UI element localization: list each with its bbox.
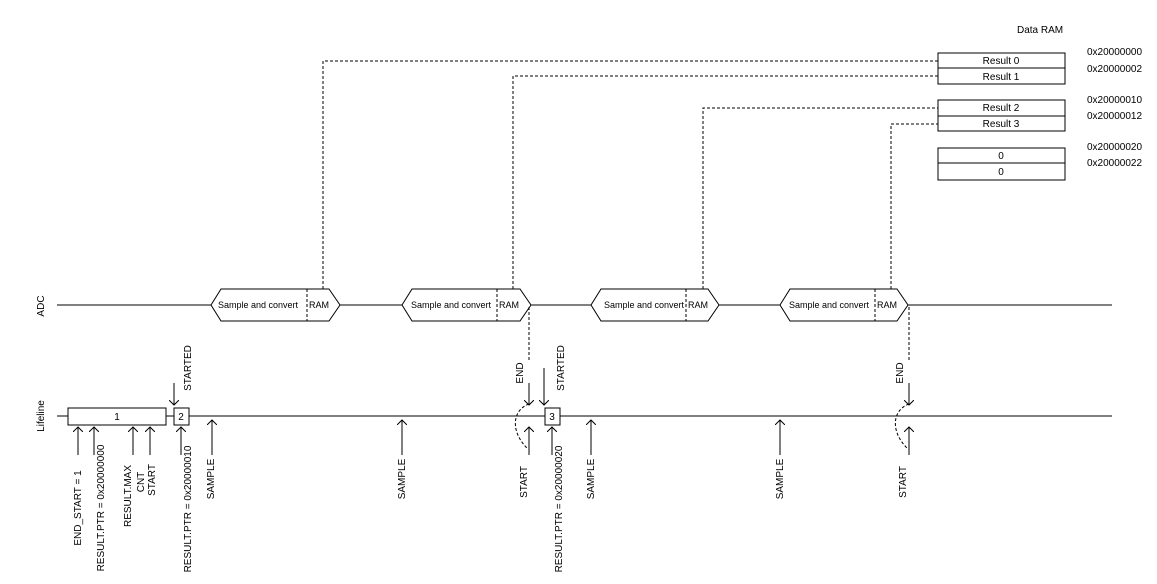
conversion-1: Sample and convert RAM xyxy=(210,288,341,322)
ram-address: 0x20000010 xyxy=(1087,95,1142,106)
ram-writeback-lines xyxy=(322,60,938,289)
end-event-links xyxy=(528,307,910,362)
shortcut-start-label: START xyxy=(898,466,909,498)
adc-label: ADC xyxy=(36,295,47,316)
sample-label: SAMPLE xyxy=(206,458,217,499)
ram-phase-label: RAM xyxy=(688,300,708,310)
ram-phase-label: RAM xyxy=(309,300,329,310)
task-label: RESULT.MAX xyxy=(123,465,134,527)
ram-address: 0x20000002 xyxy=(1087,64,1142,75)
data-ram-title: Data RAM xyxy=(1017,25,1063,36)
task-label: START xyxy=(147,464,158,496)
conversion-label: Sample and convert xyxy=(218,300,299,310)
conversion-4: Sample and convert RAM xyxy=(779,288,909,322)
ram-cell-result-3: Result 3 xyxy=(983,119,1020,130)
conversion-label: Sample and convert xyxy=(411,300,492,310)
conversion-3: Sample and convert RAM xyxy=(590,288,720,322)
task-label: RESULT.PTR = 0x20000020 xyxy=(554,445,565,572)
ram-phase-label: RAM xyxy=(877,300,897,310)
ram-address: 0x20000000 xyxy=(1087,47,1142,58)
sample-label: SAMPLE xyxy=(586,458,597,499)
event-label-end: END xyxy=(895,362,906,383)
state-label: 1 xyxy=(114,412,120,423)
conversion-label: Sample and convert xyxy=(604,300,685,310)
shortcut-start-label: START xyxy=(519,466,530,498)
state-label: 2 xyxy=(178,412,184,423)
state-box-2: 2 xyxy=(173,407,190,426)
sample-label: SAMPLE xyxy=(397,458,408,499)
event-label-started: STARTED xyxy=(556,345,567,391)
ram-address: 0x20000012 xyxy=(1087,111,1142,122)
ram-cell-empty: 0 xyxy=(998,151,1004,162)
ram-address: 0x20000022 xyxy=(1087,158,1142,169)
task-label: RESULT.PTR = 0x20000000 xyxy=(96,444,107,571)
ram-phase-label: RAM xyxy=(499,300,519,310)
ram-cell-result-2: Result 2 xyxy=(983,103,1020,114)
ram-cell-result-1: Result 1 xyxy=(983,72,1020,83)
ram-address: 0x20000020 xyxy=(1087,142,1142,153)
ram-cell-empty: 0 xyxy=(998,167,1004,178)
state-box-1: 1 xyxy=(67,407,167,426)
ram-cell-result-0: Result 0 xyxy=(983,56,1020,67)
task-arrows xyxy=(78,427,552,455)
task-label: END_START = 1 xyxy=(73,470,84,546)
event-arrows xyxy=(174,368,909,405)
state-box-3: 3 xyxy=(544,407,561,426)
conversion-label: Sample and convert xyxy=(789,300,870,310)
sample-label: SAMPLE xyxy=(775,458,786,499)
conversion-2: Sample and convert RAM xyxy=(401,288,532,322)
event-label-started: STARTED xyxy=(183,345,194,391)
sample-arrows xyxy=(212,420,780,455)
ram-block-2: Result 2 Result 3 0x20000010 0x20000012 xyxy=(937,95,1142,132)
end-start-shortcuts xyxy=(514,403,909,455)
ram-block-1: Result 0 Result 1 0x20000000 0x20000002 xyxy=(937,47,1142,85)
state-label: 3 xyxy=(549,412,555,423)
task-label: RESULT.PTR = 0x20000010 xyxy=(183,445,194,572)
task-label: CNT xyxy=(136,472,147,493)
lifeline-label: Lifeline xyxy=(36,400,47,432)
event-label-end: END xyxy=(515,362,526,383)
ram-block-3: 0 0 0x20000020 0x20000022 xyxy=(937,142,1142,181)
